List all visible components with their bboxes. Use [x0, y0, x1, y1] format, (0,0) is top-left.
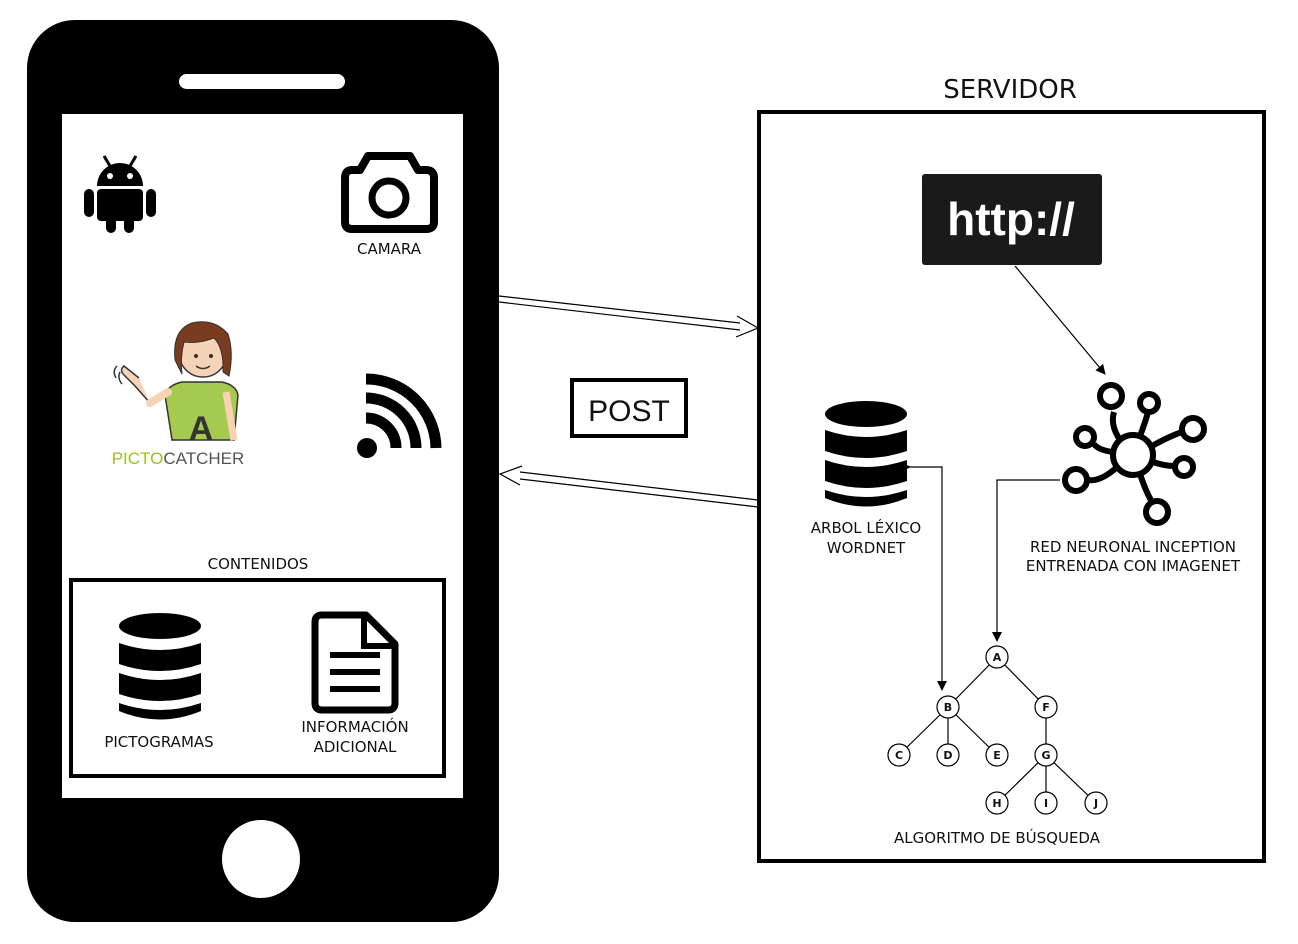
- svg-text:I: I: [1044, 797, 1048, 810]
- tree-node-i: I: [1034, 791, 1058, 815]
- waving-hand-icon: [113, 365, 151, 404]
- svg-text:A: A: [993, 651, 1002, 664]
- neural-network-icon: [1062, 382, 1207, 526]
- lexical-tree-label-line2: WORDNET: [827, 539, 906, 557]
- database-icon: [119, 613, 201, 720]
- camera-label: CAMARA: [357, 240, 422, 258]
- camera-icon[interactable]: [341, 152, 438, 233]
- tree-node-e: E: [985, 743, 1009, 767]
- contents-title: CONTENIDOS: [208, 555, 309, 573]
- wordmark-catcher: CATCHER: [163, 449, 244, 468]
- tree-node-h: H: [985, 791, 1009, 815]
- post-box: [570, 378, 688, 438]
- request-arrow: [498, 295, 760, 338]
- document-icon: [311, 611, 399, 714]
- svg-text:E: E: [993, 749, 1001, 762]
- extra-info-label-line2: ADICIONAL: [314, 738, 397, 756]
- pictograms-label: PICTOGRAMAS: [104, 733, 213, 751]
- smartphone: [27, 20, 499, 922]
- network-to-tree-arrow: [992, 479, 1060, 642]
- tree-node-f: F: [1034, 695, 1058, 719]
- server-box: [757, 110, 1266, 863]
- home-button[interactable]: [222, 820, 300, 898]
- svg-text:D: D: [943, 749, 952, 762]
- http-label: http://: [947, 193, 1075, 245]
- tree-node-g: G: [1034, 743, 1058, 767]
- server-title: SERVIDOR: [943, 75, 1077, 105]
- tree-node-a: A: [985, 645, 1009, 669]
- tree-node-j: J: [1084, 791, 1108, 815]
- tree-node-b: B: [936, 695, 960, 719]
- tree-node-d: D: [936, 743, 960, 767]
- wordmark-picto: PICTO: [112, 449, 164, 468]
- svg-text:F: F: [1042, 701, 1050, 714]
- http-badge: http://: [922, 174, 1102, 265]
- svg-text:G: G: [1041, 749, 1050, 762]
- search-algorithm-label: ALGORITMO DE BÚSQUEDA: [894, 828, 1101, 847]
- pictocatcher-wordmark: PICTOCATCHER: [112, 449, 245, 468]
- extra-info-label-line1: INFORMACIÓN: [301, 717, 408, 736]
- contents-box: [69, 578, 446, 778]
- lexical-tree-label-line1: ARBOL LÉXICO: [811, 518, 921, 537]
- svg-text:B: B: [944, 701, 952, 714]
- wifi-signal-icon: [357, 373, 442, 458]
- network-label-line2: ENTRENADA CON IMAGENET: [1026, 557, 1241, 575]
- svg-text:H: H: [992, 797, 1001, 810]
- phone-speaker: [179, 74, 345, 89]
- mascot-shirt-letter: A: [189, 410, 214, 448]
- response-arrow: [498, 465, 759, 508]
- http-to-network-arrow: [1014, 265, 1106, 375]
- search-tree: A B F C D E G H I J: [887, 645, 1108, 815]
- svg-text:C: C: [895, 749, 903, 762]
- network-label-line1: RED NEURONAL INCEPTION: [1030, 538, 1236, 556]
- tree-edges: [898, 656, 1097, 804]
- tree-node-c: C: [887, 743, 911, 767]
- post-label: POST: [588, 395, 670, 428]
- svg-text:J: J: [1093, 797, 1098, 810]
- database-tree-link-arrow: [901, 462, 947, 691]
- pictocatcher-logo: A PICTOCATCHER: [112, 321, 245, 468]
- wordnet-database-icon: [825, 401, 907, 507]
- android-icon: [84, 155, 156, 233]
